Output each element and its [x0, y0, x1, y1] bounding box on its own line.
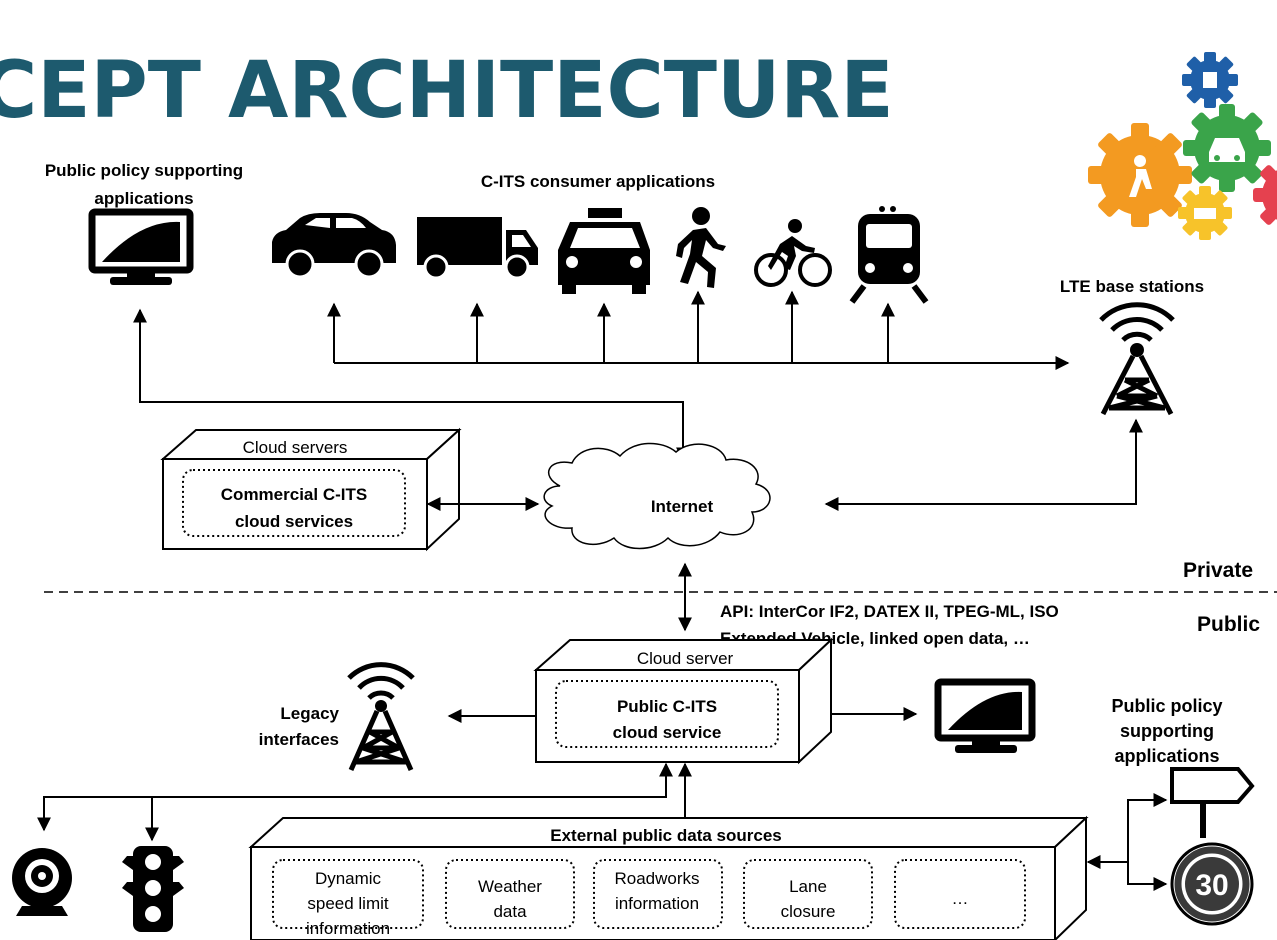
public-cits-label-1: Public C-ITS — [617, 697, 717, 716]
direction-sign-icon — [1170, 767, 1255, 838]
source-frame-lane — [743, 859, 873, 929]
taxi-icon — [558, 208, 650, 294]
public-cits-label-2: cloud service — [613, 723, 722, 742]
legacy-tower-icon — [347, 662, 415, 772]
policy-internet-arrow — [133, 308, 690, 462]
internet-cloud-shape — [543, 442, 771, 550]
lte-label: LTE base stations — [1060, 277, 1204, 296]
policy-bottom-label-1: Public policy — [1111, 696, 1222, 716]
policy-top-label-1: Public policy supporting — [45, 161, 243, 180]
source-roadworks-line-1: Roadworks — [614, 869, 699, 888]
monitor-icon — [88, 208, 194, 285]
data-source-frames — [272, 859, 1026, 929]
cloud-servers-label: Cloud servers — [243, 438, 348, 457]
source-frame-roadworks — [593, 859, 723, 929]
private-label: Private — [1183, 559, 1253, 582]
internet-label: Internet — [651, 497, 714, 516]
source-weather-line-1: Weather — [478, 877, 542, 896]
pedestrian-icon — [676, 207, 726, 288]
data-source-labels: Dynamic speed limit information Weather … — [306, 869, 969, 938]
policy-speed-arrow — [1127, 840, 1168, 891]
internet-lte-arrow — [824, 418, 1143, 511]
page-title: CEPT ARCHITECTURE — [0, 46, 894, 136]
speed-limit-sign-icon: 30 — [1170, 842, 1254, 926]
truck-icon — [417, 217, 538, 280]
monitor-right-icon — [934, 678, 1036, 753]
traffic-light-icon — [122, 846, 184, 932]
commercial-services-frame — [182, 469, 406, 537]
camera-service-arrow — [37, 762, 673, 832]
public-label: Public — [1197, 613, 1260, 636]
cloud-server-box — [533, 637, 834, 765]
source-lane-line-2: closure — [781, 902, 836, 921]
consumer-arrows — [327, 290, 1070, 370]
lte-tower-icon — [1099, 302, 1175, 416]
car-icon — [272, 213, 396, 279]
api-label-1: API: InterCor IF2, DATEX II, TPEG-ML, IS… — [720, 602, 1059, 621]
source-more-line-1: … — [952, 889, 969, 908]
source-speed-line-3: information — [306, 919, 390, 938]
cloud-server-label: Cloud server — [637, 649, 734, 668]
cyclist-icon — [754, 219, 832, 287]
public-service-frame — [555, 680, 779, 748]
policy-sign-arrow — [1127, 793, 1168, 884]
external-sources-label: External public data sources — [550, 826, 781, 845]
policy-bottom-label-2: supporting — [1120, 721, 1214, 741]
consumer-apps-label: C-ITS consumer applications — [481, 172, 715, 191]
source-speed-line-2: speed limit — [307, 894, 389, 913]
train-icon — [849, 206, 929, 304]
gears-logo — [1088, 52, 1277, 240]
commercial-label-1: Commercial C-ITS — [221, 485, 367, 504]
source-weather-line-2: data — [493, 902, 527, 921]
source-roadworks-line-2: information — [615, 894, 699, 913]
legacy-label-2: interfaces — [259, 730, 339, 749]
external-sources-box — [248, 815, 1089, 940]
cloud-servers-box — [160, 427, 462, 552]
source-frame-speed — [272, 859, 424, 929]
source-frame-more — [894, 859, 1026, 929]
speed-limit-value: 30 — [1195, 869, 1228, 902]
source-frame-weather — [445, 859, 575, 929]
commercial-label-2: cloud services — [235, 512, 353, 531]
policy-bottom-label-3: applications — [1114, 746, 1219, 766]
legacy-label-1: Legacy — [280, 704, 339, 723]
source-speed-line-1: Dynamic — [315, 869, 382, 888]
source-lane-line-1: Lane — [789, 877, 827, 896]
camera-icon — [12, 848, 72, 916]
policy-top-label-2: applications — [94, 189, 193, 208]
